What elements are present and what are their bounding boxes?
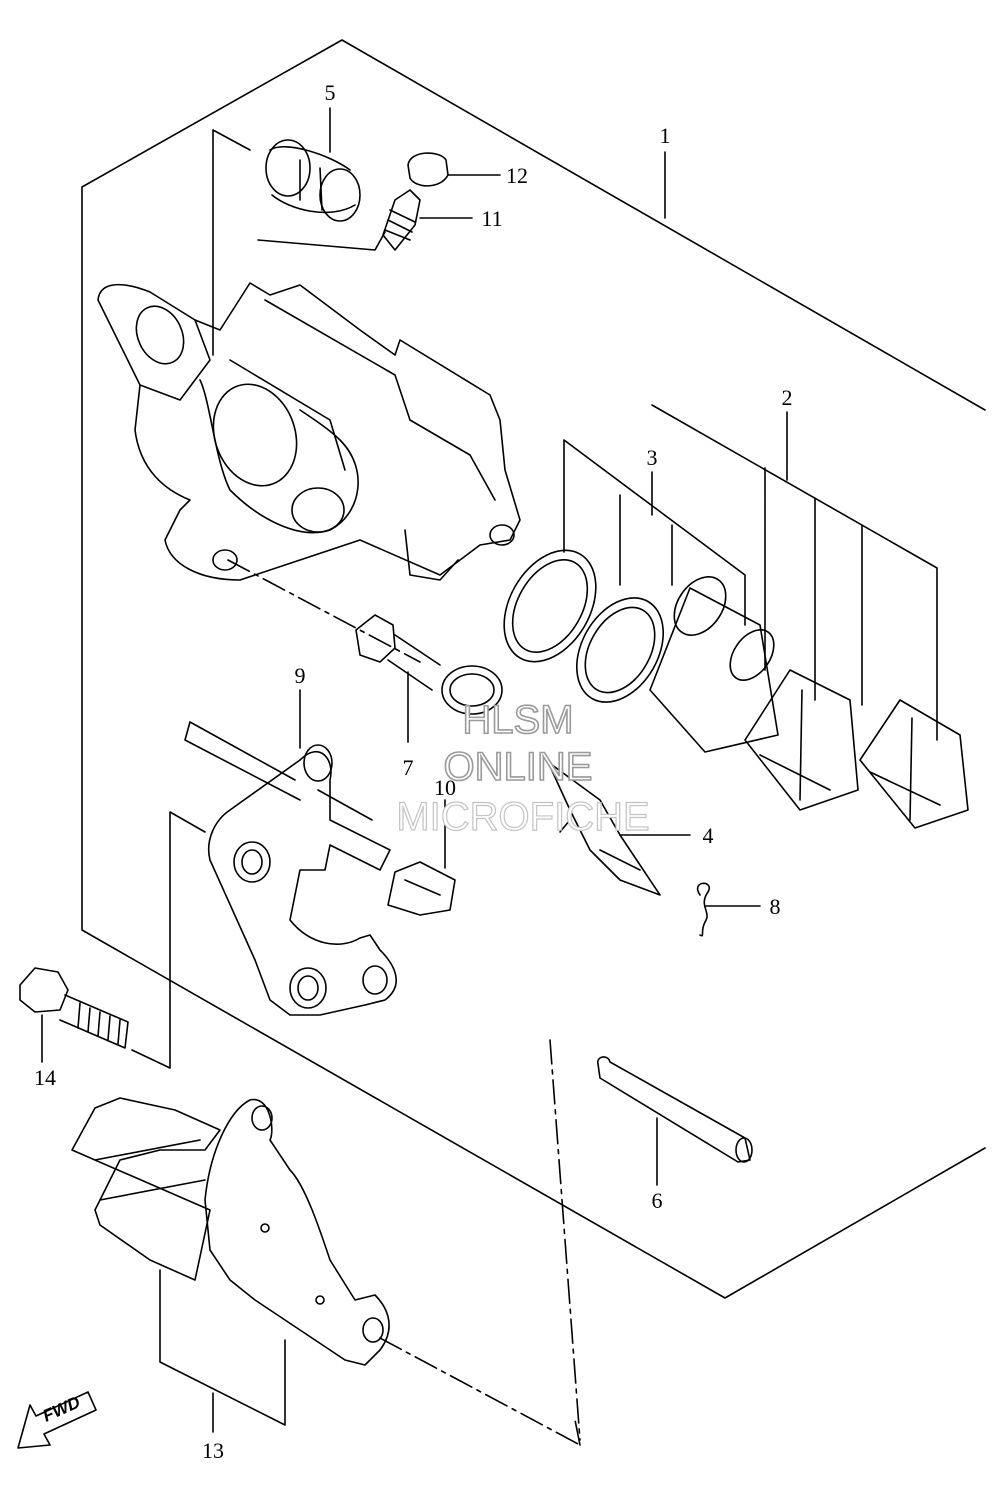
- bleeder-cap: [407, 152, 449, 187]
- callout-10: 10: [434, 775, 456, 800]
- callout-14: 14: [34, 1065, 56, 1090]
- caliper-bracket: [184, 721, 397, 1016]
- bracket-13: [159, 1269, 286, 1433]
- caliper-body: [97, 282, 521, 581]
- pad-shim: [547, 761, 661, 896]
- callout-2: 2: [782, 385, 793, 410]
- callout-1: 1: [660, 123, 671, 148]
- brake-pad-set: [71, 1097, 390, 1366]
- callout-4: 4: [703, 823, 714, 848]
- callout-7: 7: [403, 755, 414, 780]
- bracket-2: [651, 404, 938, 741]
- pad-pin-axis: [549, 1039, 581, 1441]
- callout-5: 5: [325, 80, 336, 105]
- boot-5: [265, 139, 361, 222]
- bleeder-screw: [382, 189, 421, 251]
- pad-spring: [387, 861, 456, 916]
- axis-line: [227, 559, 421, 663]
- piston-seal: [503, 549, 597, 663]
- callout-9: 9: [295, 663, 306, 688]
- bolt-bracket: [131, 811, 206, 1069]
- watermark-line3: MICROFICHE: [396, 795, 649, 839]
- bracket-3: [563, 439, 746, 626]
- assembly-outline: [81, 39, 986, 1299]
- slide-pin: [355, 614, 503, 715]
- pad-bracket-dash: [379, 1337, 581, 1446]
- watermark-line1: HLSM: [462, 698, 573, 742]
- piston-front: [649, 576, 779, 753]
- piston-rear: [744, 669, 969, 829]
- callout-6: 6: [652, 1188, 663, 1213]
- callout-13: 13: [202, 1438, 224, 1463]
- dust-seal: [575, 597, 665, 703]
- callout-3: 3: [647, 445, 658, 470]
- fwd-arrow: FWD: [17, 1391, 97, 1449]
- body-bracket: [212, 129, 386, 356]
- pad-pin: [597, 1056, 753, 1163]
- callout-12: 12: [506, 163, 528, 188]
- pad-pin-clip: [696, 882, 711, 937]
- callout-11: 11: [481, 206, 502, 231]
- watermark: HLSM ONLINE MICROFICHE: [396, 697, 651, 839]
- callout-8: 8: [770, 894, 781, 919]
- watermark-line2: ONLINE: [444, 745, 593, 789]
- mounting-bolt: [19, 967, 129, 1049]
